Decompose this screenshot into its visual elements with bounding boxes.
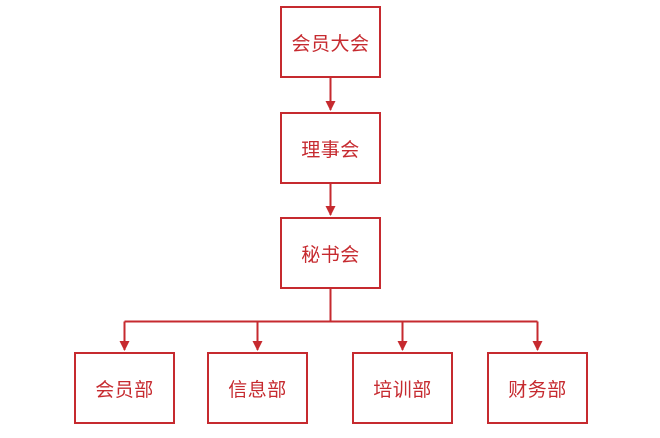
node-label: 会员大会 [291,32,370,55]
node-label: 财务部 [508,378,567,401]
node-label: 会员部 [95,378,154,401]
node-department-membership: 会员部 [74,352,175,424]
node-label: 培训部 [373,378,432,401]
node-secretariat: 秘书会 [280,217,381,289]
node-department-information: 信息部 [207,352,308,424]
node-department-training: 培训部 [352,352,453,424]
node-label: 秘书会 [301,243,360,266]
node-label: 信息部 [228,378,287,401]
node-council: 理事会 [280,112,381,184]
node-label: 理事会 [301,138,360,161]
node-department-finance: 财务部 [487,352,588,424]
node-general-assembly: 会员大会 [280,6,381,78]
